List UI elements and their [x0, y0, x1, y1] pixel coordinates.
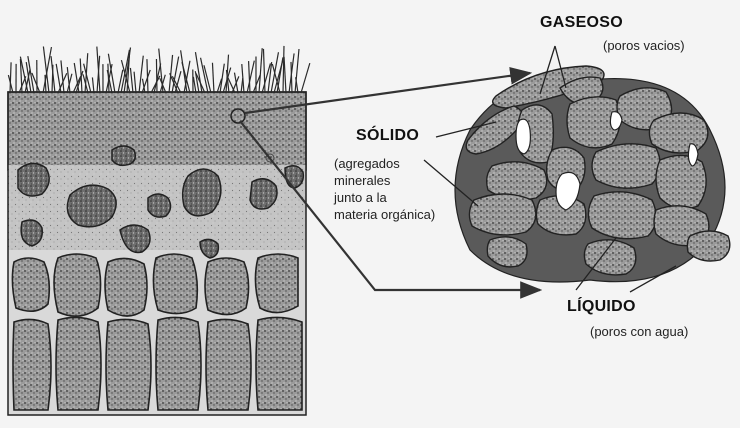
grass-blade [193, 77, 196, 93]
grass-blade [249, 61, 250, 93]
grass-blade [259, 48, 262, 93]
grass-blade [139, 56, 143, 93]
liquido-title: LÍQUIDO [567, 298, 636, 316]
gaseoso-title: GASEOSO [540, 14, 623, 32]
grass-blade [277, 57, 283, 93]
soil-profile [8, 46, 310, 415]
solido-subtitle: (agregados minerales junto a la materia … [334, 155, 435, 223]
solido-subtitle-line-2: minerales [334, 172, 435, 189]
grass-blade [220, 64, 224, 93]
gaseoso-subtitle: (poros vacios) [603, 37, 685, 54]
solido-subtitle-line-1: (agregados [334, 155, 435, 172]
grass-blade [301, 63, 310, 93]
grass-blade [212, 63, 214, 93]
grass-blade [147, 59, 148, 93]
grass-blade [10, 62, 11, 93]
topsoil-layer [8, 92, 306, 170]
liquido-subtitle: (poros con agua) [590, 323, 688, 340]
magnified-aggregate [455, 66, 730, 282]
grass-blade [130, 68, 133, 93]
grass-blade [156, 59, 157, 93]
grass-blade [56, 64, 61, 93]
grass-blade [283, 46, 284, 93]
grass-blade [247, 61, 254, 93]
grass-blade [92, 77, 94, 93]
grass [8, 46, 309, 93]
solido-subtitle-line-3: junto a la [334, 189, 435, 206]
solido-subtitle-line-4: materia orgánica) [334, 206, 435, 223]
grass-blade [234, 73, 238, 93]
grass-blade [61, 60, 64, 93]
grass-blade [134, 72, 136, 93]
solido-title: SÓLIDO [356, 127, 419, 145]
grass-blade [170, 73, 178, 93]
grass-blade [284, 57, 286, 93]
